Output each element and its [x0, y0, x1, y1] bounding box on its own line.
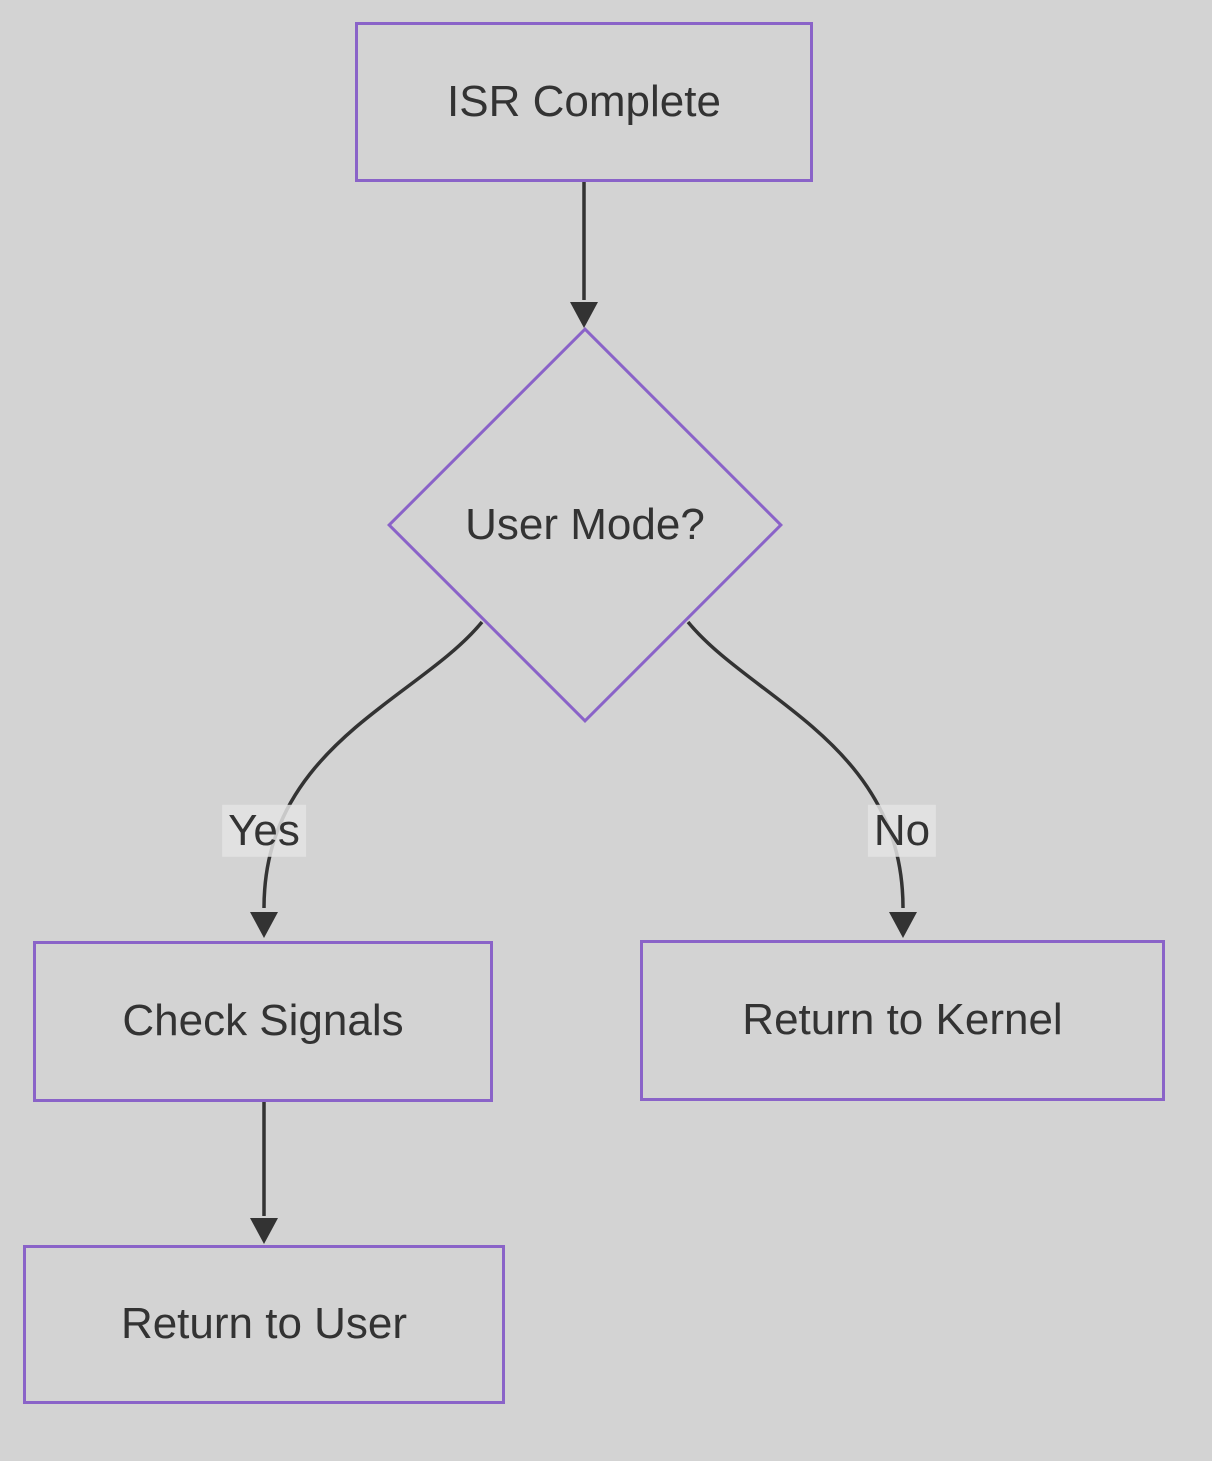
node-return-to-kernel-label: Return to Kernel [742, 995, 1063, 1045]
arrowhead-isr-to-usermode [570, 302, 598, 328]
node-check-signals-label: Check Signals [122, 996, 404, 1046]
arrowhead-checksignals-to-returnuser [250, 1218, 278, 1244]
node-user-mode: User Mode? [435, 497, 735, 553]
arrowhead-usermode-to-returnkernel [889, 912, 917, 938]
node-user-mode-label: User Mode? [465, 500, 705, 549]
node-return-to-kernel: Return to Kernel [640, 940, 1165, 1101]
edge-usermode-to-returnkernel [686, 620, 905, 909]
node-isr-complete-label: ISR Complete [447, 76, 721, 126]
edge-usermode-to-checksignals [262, 620, 484, 909]
node-return-to-user-label: Return to User [120, 1299, 408, 1349]
edge-label-yes: Yes [222, 804, 306, 858]
edge-label-no: No [867, 804, 937, 858]
node-check-signals: Check Signals [33, 941, 493, 1102]
node-return-to-user: Return to User [23, 1245, 505, 1404]
arrowhead-usermode-to-checksignals [250, 912, 278, 938]
node-isr-complete: ISR Complete [355, 22, 813, 182]
